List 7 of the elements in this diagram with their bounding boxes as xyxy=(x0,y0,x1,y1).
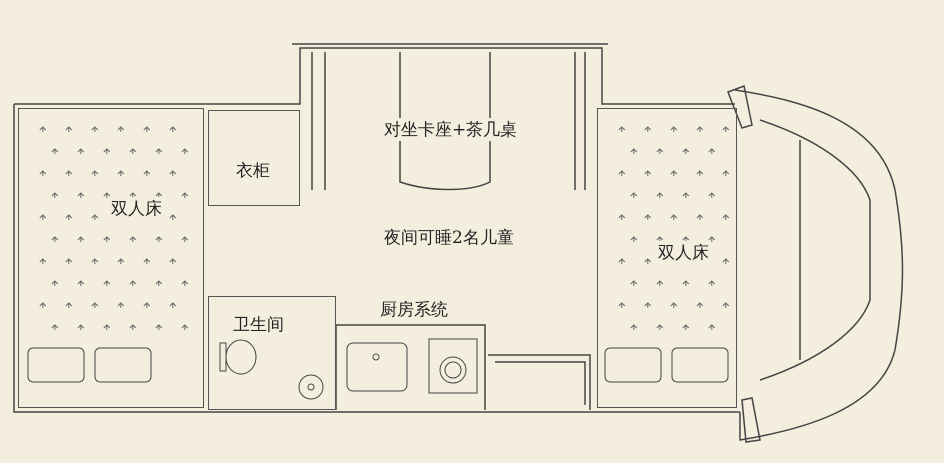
wardrobe-area xyxy=(208,110,300,206)
room-label: 双人床 xyxy=(656,241,711,264)
room-label: 双人床 xyxy=(109,197,164,220)
bed-area xyxy=(18,108,204,408)
bed-area xyxy=(597,108,737,408)
bathroom-area xyxy=(208,296,336,410)
note-text: 夜间可睡2名儿童 xyxy=(383,227,515,249)
